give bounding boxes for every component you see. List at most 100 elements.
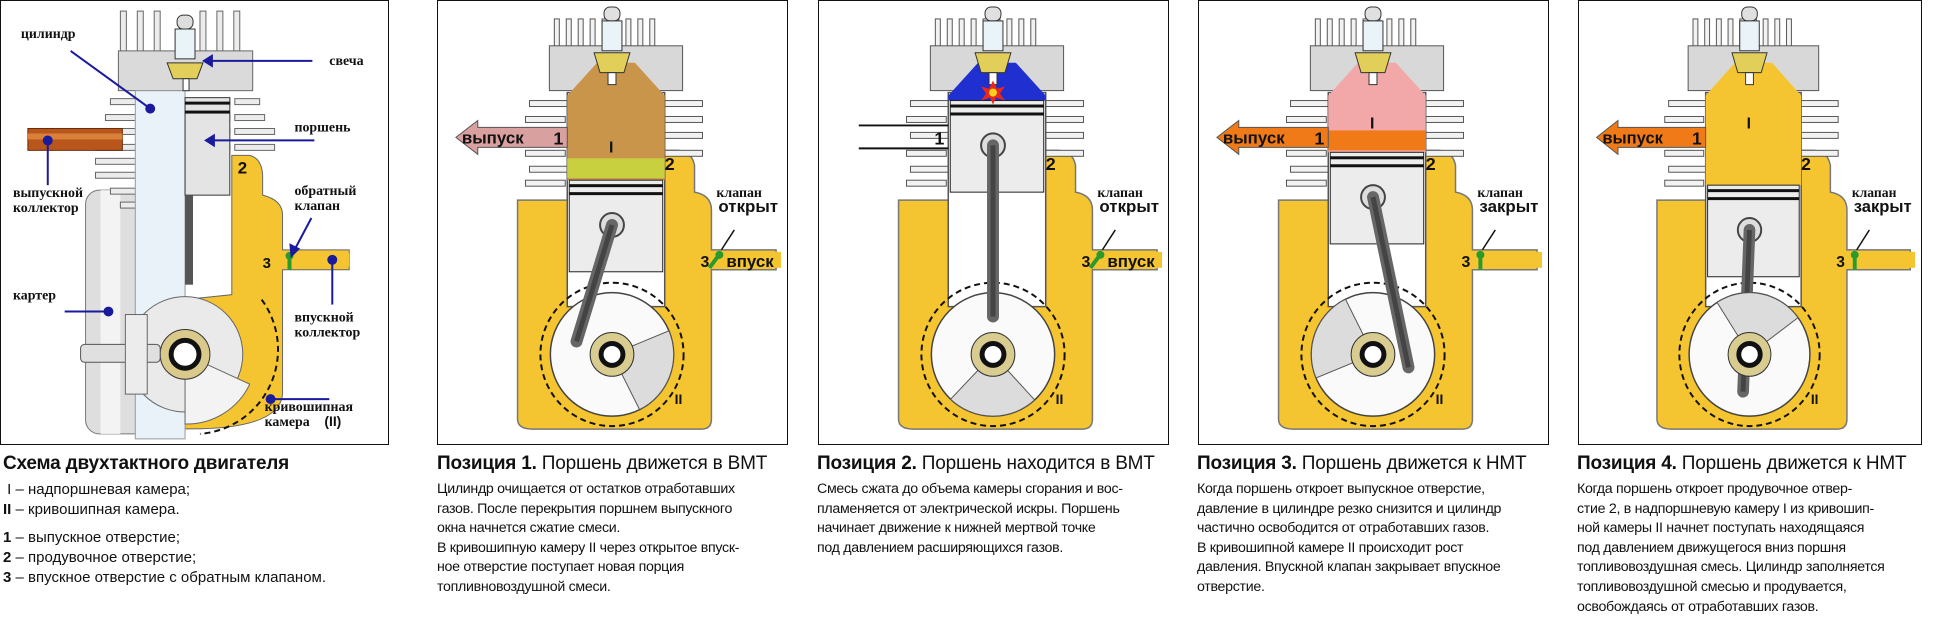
intake-pipe	[1846, 251, 1916, 268]
position-4-caption: Позиция 4. Поршень движется к НМТ Когда …	[1577, 452, 1907, 617]
chamber-1-label: I	[609, 139, 613, 156]
chamber-1-label: I	[1747, 115, 1751, 132]
port-2-label: 2	[1801, 154, 1811, 174]
position-2-caption: Позиция 2. Поршень находится в ВМТ Смесь…	[817, 452, 1155, 558]
label-intake-collector-1: впускной	[294, 310, 353, 325]
exhaust-arrow-icon	[455, 119, 568, 156]
valve-pointer	[1481, 229, 1496, 251]
label-port-2: 2	[238, 158, 247, 177]
check-valve-icon	[707, 250, 724, 269]
combustion-chamber	[1705, 62, 1802, 186]
counterweight	[949, 353, 1036, 417]
chamber-1-label: I	[1370, 115, 1374, 132]
intake-pipe	[1092, 251, 1163, 268]
port-2-label: 2	[665, 154, 675, 174]
port-1-label: 1	[1692, 128, 1702, 148]
legend-item: II – кривошипная камера.	[3, 501, 180, 518]
port-3-label: 3	[1836, 254, 1845, 271]
port-3-label: 3	[1081, 254, 1090, 271]
label-check-valve-1: обратный	[294, 184, 356, 199]
label-spark-plug: свеча	[329, 54, 363, 69]
position-description: Смесь сжата до объема камеры сгорания и …	[817, 481, 1123, 556]
overview-diagram-panel: цилиндр свеча поршень выпускной коллекто…	[0, 0, 389, 445]
crank-chamber-boundary	[1300, 281, 1446, 428]
position-title: Позиция 3. Поршень движется к НМТ	[1197, 453, 1527, 474]
port-3-label: 3	[700, 254, 709, 271]
chamber-2-label: II	[675, 391, 683, 407]
position-title: Позиция 1. Поршень движется в ВМТ	[437, 453, 768, 474]
position-description: Когда поршень откроет выпускное отверсти…	[1197, 481, 1502, 595]
valve-label-2: открыт	[718, 197, 778, 216]
combustion-chamber	[567, 62, 665, 181]
exhaust-label: выпуск	[462, 128, 524, 147]
port-1-label: 1	[1314, 128, 1324, 148]
label-crank-chamber-num: (II)	[324, 413, 341, 429]
port-2-label: 2	[1046, 154, 1056, 174]
spark-plug-icon	[1731, 6, 1768, 86]
intake-label: впуск	[1107, 252, 1155, 271]
exhaust-label: выпуск	[1223, 128, 1285, 147]
position-description: Цилиндр очищается от остатков отработавш…	[437, 481, 740, 595]
crank-chamber-boundary	[539, 281, 685, 428]
combustion-chamber	[1328, 62, 1426, 153]
label-port-3: 3	[263, 255, 271, 272]
legend-item: 2 – продувочное отверстие;	[3, 549, 197, 566]
intake-pipe	[1472, 251, 1543, 268]
chamber-2-label: II	[1056, 391, 1064, 407]
legend-item: 1 – выпускное отверстие;	[3, 529, 181, 546]
valve-label-2: закрыт	[1854, 197, 1912, 216]
crank-chamber-boundary	[1678, 281, 1821, 428]
valve-pointer	[1856, 229, 1870, 251]
label-cylinder: цилиндр	[21, 27, 76, 42]
position-1-caption: Позиция 1. Поршень движется в ВМТ Цилинд…	[437, 452, 767, 598]
engine-schematic: цилиндр свеча поршень выпускной коллекто…	[13, 10, 364, 440]
position-title: Позиция 2. Поршень находится в ВМТ	[817, 453, 1155, 474]
exhaust-collector-pipe	[27, 127, 123, 151]
legend-list: I – надпоршневая камера; II – кривошипна…	[3, 480, 326, 588]
intake-collector-pipe	[289, 252, 350, 267]
valve-label-2: открыт	[1099, 197, 1159, 216]
intake-pipe	[711, 251, 782, 268]
label-exhaust-collector-2: коллектор	[13, 201, 79, 216]
intake-label: впуск	[726, 252, 774, 271]
check-valve-icon	[1088, 250, 1105, 269]
position-title: Позиция 4. Поршень движется к НМТ	[1577, 453, 1907, 474]
spark-plug-icon	[1354, 6, 1392, 86]
label-intake-collector-2: коллектор	[294, 325, 360, 340]
label-piston: поршень	[294, 120, 351, 135]
check-valve-icon	[1476, 250, 1485, 270]
valve-label-2: закрыт	[1479, 197, 1538, 216]
spark-plug-icon	[974, 6, 1012, 86]
legend-item: I – надпоршневая камера;	[7, 481, 191, 498]
gas-band	[567, 158, 665, 179]
check-valve-icon	[1850, 250, 1859, 270]
overview-caption: Схема двухтактного двигателя I – надпорш…	[3, 452, 326, 588]
label-crank-chamber-1: кривошипная	[265, 400, 354, 415]
port-1-label: 1	[934, 128, 944, 148]
port-3-label: 3	[1461, 254, 1470, 271]
port-1-label: 1	[553, 128, 563, 148]
label-crank-chamber-2: камера	[265, 415, 310, 430]
label-check-valve-2: клапан	[294, 199, 340, 214]
valve-pointer	[720, 229, 735, 251]
chamber-2-label: II	[1811, 392, 1819, 407]
exhaust-label: выпуск	[1602, 128, 1663, 147]
valve-pointer	[1101, 229, 1116, 251]
crank-chamber-boundary	[920, 281, 1066, 428]
legend-item: 3 – впускное отверстие с обратным клапан…	[3, 569, 327, 586]
spark-plug-icon	[166, 14, 204, 92]
overview-title: Схема двухтактного двигателя	[3, 453, 290, 474]
position-description: Когда поршень откроет продувочное отвер-…	[1577, 481, 1885, 615]
gas-band	[1328, 130, 1426, 151]
spark-plug-icon	[593, 6, 631, 86]
piston	[184, 97, 231, 196]
valve-label-1: клапан	[1477, 186, 1523, 201]
label-crankcase: картер	[13, 289, 56, 304]
exhaust-arrow-icon	[1216, 119, 1329, 156]
position-3-caption: Позиция 3. Поршень движется к НМТ Когда …	[1197, 452, 1527, 598]
